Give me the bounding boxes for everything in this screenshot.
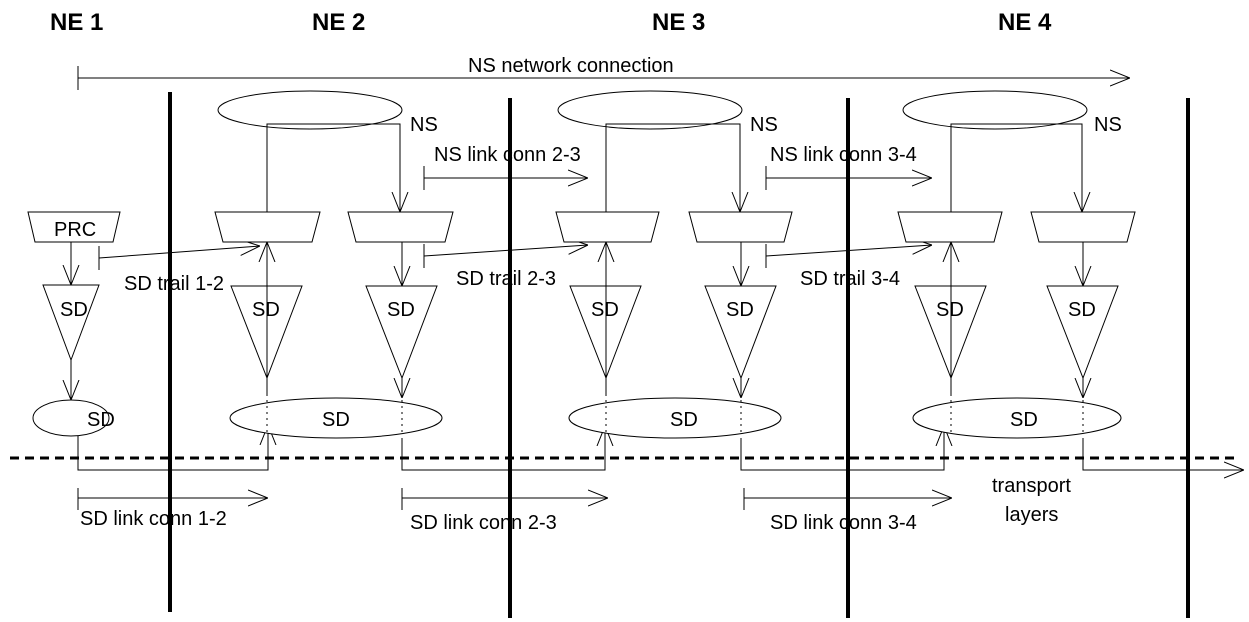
ne3-ns-path xyxy=(605,123,740,212)
ne3-ns-label: NS xyxy=(750,114,778,136)
header-ne3: NE 3 xyxy=(652,9,705,36)
sd-trail-2-3-label: SD trail 2-3 xyxy=(456,268,556,290)
ne3-left-sd-label: SD xyxy=(591,299,619,321)
sd-link-conn-1-2-label: SD link conn 1-2 xyxy=(80,508,227,530)
ne4-left-trapezoid xyxy=(897,211,1003,243)
ne2-to-ne3-transport-path xyxy=(401,426,605,471)
ne2-sd-ellipse xyxy=(229,397,443,439)
ne3-to-ne4-transport-path xyxy=(740,426,944,471)
ne3-left-trapezoid xyxy=(555,211,660,243)
header-ne4: NE 4 xyxy=(998,9,1052,36)
ne4-left-sd-label: SD xyxy=(936,299,964,321)
ne1-sd-triangle-label: SD xyxy=(60,299,88,321)
ne1-to-ne2-transport-path xyxy=(77,425,268,471)
header-ne1: NE 1 xyxy=(50,9,103,36)
prc-trapezoid xyxy=(27,211,121,243)
ne1-sd-ellipse-label: SD xyxy=(87,409,115,431)
transport-label: transport xyxy=(992,475,1071,497)
sd-trail-2-3-arrow xyxy=(423,245,588,257)
ne4-sd-ellipse-label: SD xyxy=(1010,409,1038,431)
ne1-sd-triangle xyxy=(42,284,100,362)
ne3-ns-ellipse xyxy=(557,90,743,130)
ne2-ns-label: NS xyxy=(410,114,438,136)
ne1-sd-ellipse xyxy=(32,399,110,437)
ns-network-connection-label: NS network connection xyxy=(468,55,674,77)
ne3-sd-ellipse xyxy=(568,397,782,439)
ne2-right-trapezoid xyxy=(347,211,454,243)
ne4-ns-label: NS xyxy=(1094,114,1122,136)
ne3-right-trapezoid xyxy=(688,211,793,243)
ne3-sd-ellipse-label: SD xyxy=(670,409,698,431)
prc-label: PRC xyxy=(54,219,96,241)
ne2-left-trapezoid xyxy=(214,211,321,243)
layers-label: layers xyxy=(1005,504,1058,526)
sd-link-conn-3-4-label: SD link conn 3-4 xyxy=(770,512,917,534)
ne2-sd-ellipse-label: SD xyxy=(322,409,350,431)
header-ne2: NE 2 xyxy=(312,9,365,36)
ne4-outgoing-transport-path xyxy=(1082,438,1244,470)
sd-trail-3-4-label: SD trail 3-4 xyxy=(800,268,900,290)
ne2-ns-ellipse xyxy=(217,90,403,130)
ne4-right-trapezoid xyxy=(1030,211,1136,243)
sd-trail-1-2-arrow xyxy=(98,246,260,259)
ne2-left-sd-label: SD xyxy=(252,299,280,321)
ne4-ns-path xyxy=(950,123,1082,212)
sd-trail-3-4-arrow xyxy=(765,245,932,257)
ne2-ns-path xyxy=(266,123,400,212)
ns-link-conn-3-4-label: NS link conn 3-4 xyxy=(770,144,917,166)
ne3-right-sd-label: SD xyxy=(726,299,754,321)
ne4-right-sd-label: SD xyxy=(1068,299,1096,321)
sd-link-conn-2-3-label: SD link conn 2-3 xyxy=(410,512,557,534)
ne4-ns-ellipse xyxy=(902,90,1088,130)
sd-trail-1-2-label: SD trail 1-2 xyxy=(124,273,224,295)
ne2-right-sd-label: SD xyxy=(387,299,415,321)
ns-link-conn-2-3-label: NS link conn 2-3 xyxy=(434,144,581,166)
ne4-sd-ellipse xyxy=(912,397,1122,439)
